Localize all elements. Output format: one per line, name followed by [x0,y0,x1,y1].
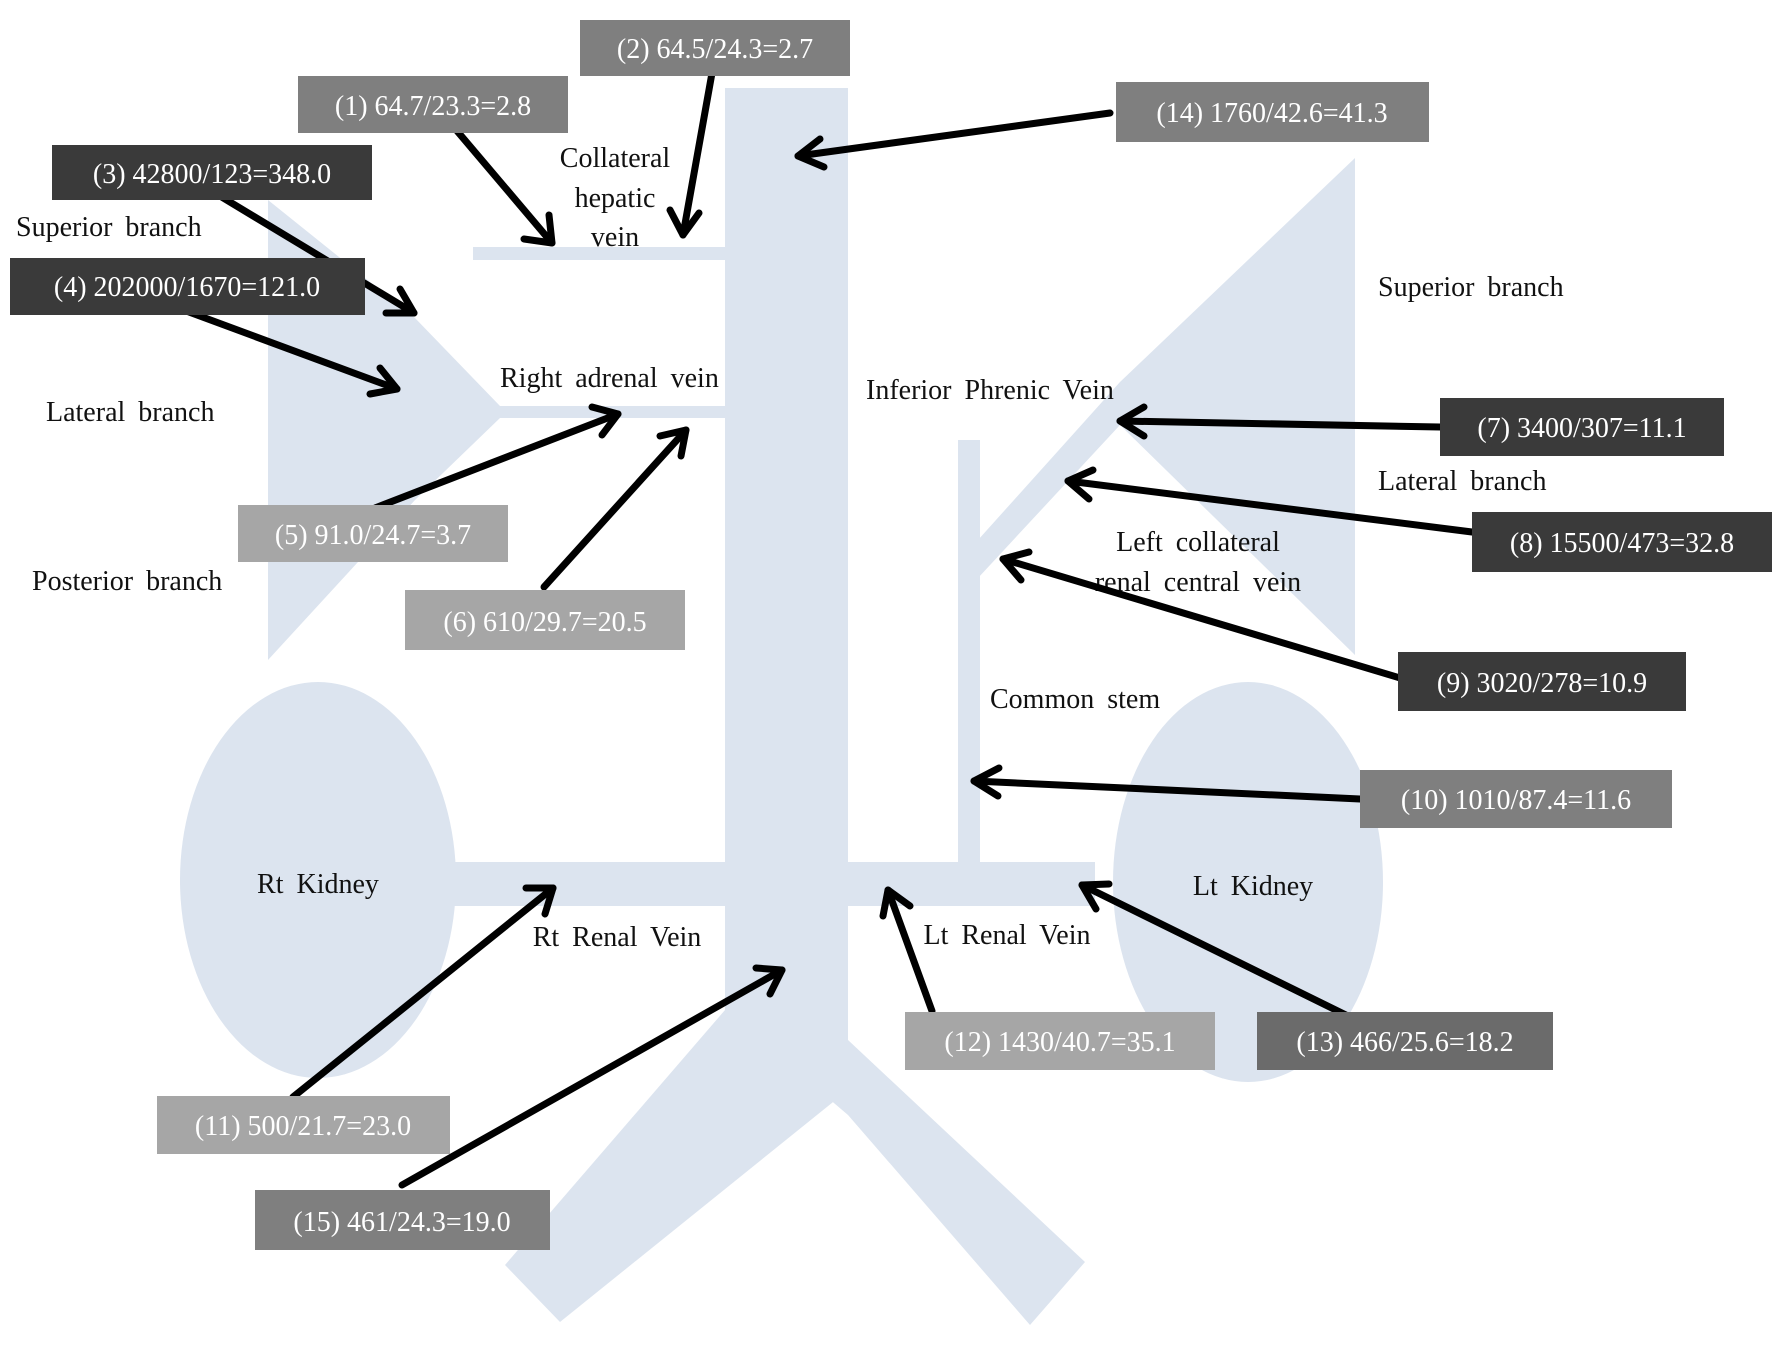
sample-boxes: (1) 64.7/23.3=2.8 (2) 64.5/24.3=2.7 (3) … [10,20,1772,1250]
sample-box-4-text: (4) 202000/1670=121.0 [54,272,320,303]
collateral-hepatic-vein-shape [473,247,728,260]
sample-box-11-bg [157,1096,450,1154]
common-stem-label: Common stem [990,684,1160,715]
arrow-3 [216,192,418,317]
sample-box-5: (5) 91.0/24.7=3.7 [238,505,508,562]
sample-box-3-bg [52,145,372,200]
collateral-hepatic-vein-label-line2: hepatic [575,183,656,214]
arrow-8 [1064,466,1476,536]
left-kidney-shape [1113,682,1383,1082]
right-kidney-shape [180,682,456,1078]
sample-box-9-text: (9) 3020/278=10.9 [1437,668,1647,699]
sample-box-3-text: (3) 42800/123=348.0 [93,159,331,190]
arrow-2 [666,69,716,239]
sample-box-12: (12) 1430/40.7=35.1 [905,1012,1215,1070]
sample-box-14-text: (14) 1760/42.6=41.3 [1156,98,1387,129]
sample-box-4: (4) 202000/1670=121.0 [10,258,365,315]
inferior-phrenic-vein-label: Inferior Phrenic Vein [866,375,1114,406]
sample-box-14: (14) 1760/42.6=41.3 [1116,82,1429,142]
left-collateral-renal-central-vein-label-line1: Left collateral [1116,527,1280,558]
sample-box-6-bg [405,590,685,650]
sample-box-12-text: (12) 1430/40.7=35.1 [944,1027,1175,1058]
arrow-7 [1116,403,1444,440]
rt-renal-vein-label: Rt Renal Vein [533,922,702,953]
sample-box-5-bg [238,505,508,562]
sample-box-2: (2) 64.5/24.3=2.7 [580,20,850,76]
sample-box-5-text: (5) 91.0/24.7=3.7 [275,520,471,551]
sample-box-2-bg [580,20,850,76]
sample-box-11: (11) 500/21.7=23.0 [157,1096,450,1154]
arrow-6 [540,426,690,591]
sample-box-12-bg [905,1012,1215,1070]
sample-box-10-text: (10) 1010/87.4=11.6 [1401,785,1631,816]
sample-box-6-text: (6) 610/29.7=20.5 [443,607,646,638]
left-lateral-branch-label: Lateral branch [1378,466,1546,497]
left-collateral-renal-central-vein-label-line2: renal central vein [1095,567,1301,598]
inferior-vena-cava-shape [725,88,848,1088]
arrow-9 [999,548,1404,682]
collateral-hepatic-vein-label-line3: vein [591,222,639,253]
right-lateral-branch-label: Lateral branch [46,397,214,428]
arrow-14 [794,109,1114,171]
sample-box-10: (10) 1010/87.4=11.6 [1360,770,1672,828]
sample-box-1-text: (1) 64.7/23.3=2.8 [335,91,531,122]
rt-kidney-label: Rt Kidney [257,869,379,900]
sample-box-9: (9) 3020/278=10.9 [1398,652,1686,711]
arrow-1 [448,121,556,247]
sample-box-8: (8) 15500/473=32.8 [1472,512,1772,572]
arrow-4 [166,301,401,398]
sample-box-7-text: (7) 3400/307=11.1 [1477,413,1686,444]
sample-box-1-bg [298,76,568,133]
arrow-12 [879,886,936,1015]
sample-box-8-bg [1472,512,1772,572]
sample-box-2-text: (2) 64.5/24.3=2.7 [617,34,813,65]
lt-renal-vein-label: Lt Renal Vein [923,920,1090,951]
sample-box-15-text: (15) 461/24.3=19.0 [293,1207,510,1238]
sample-box-7: (7) 3400/307=11.1 [1440,398,1724,456]
sample-box-13-bg [1257,1012,1553,1070]
sample-box-10-bg [1360,770,1672,828]
sample-box-13: (13) 466/25.6=18.2 [1257,1012,1553,1070]
arrow-15 [398,964,786,1189]
sample-box-6: (6) 610/29.7=20.5 [405,590,685,650]
left-iliac-vein-shape [725,1010,1085,1325]
sample-box-15-bg [255,1190,550,1250]
sample-box-3: (3) 42800/123=348.0 [52,145,372,200]
right-renal-vein-shape [440,862,730,906]
sample-box-14-bg [1116,82,1429,142]
arrow-11 [289,884,557,1101]
sample-box-8-text: (8) 15500/473=32.8 [1510,528,1734,559]
sample-box-7-bg [1440,398,1724,456]
left-renal-vein-shape [845,862,1095,906]
arrow-13 [1078,880,1354,1021]
sample-box-11-text: (11) 500/21.7=23.0 [195,1111,411,1142]
left-adrenal-branches-shape [978,158,1355,655]
right-posterior-branch-label: Posterior branch [32,566,222,597]
left-superior-branch-label: Superior branch [1378,272,1564,303]
sample-box-1: (1) 64.7/23.3=2.8 [298,76,568,133]
sample-box-13-text: (13) 466/25.6=18.2 [1296,1027,1513,1058]
right-adrenal-vein-label: Right adrenal vein [500,363,719,394]
arrow-10 [970,764,1364,803]
collateral-hepatic-vein-label-line1: Collateral [560,143,671,174]
anatomy-labels: Collateral hepatic vein Superior branch … [16,143,1564,953]
sample-box-15: (15) 461/24.3=19.0 [255,1190,550,1250]
sample-box-4-bg [10,258,365,315]
lt-kidney-label: Lt Kidney [1193,871,1313,902]
arrows [166,69,1476,1189]
right-superior-branch-label: Superior branch [16,212,202,243]
left-common-stem-shape [958,440,980,865]
arrow-5 [371,403,622,512]
sample-box-9-bg [1398,652,1686,711]
